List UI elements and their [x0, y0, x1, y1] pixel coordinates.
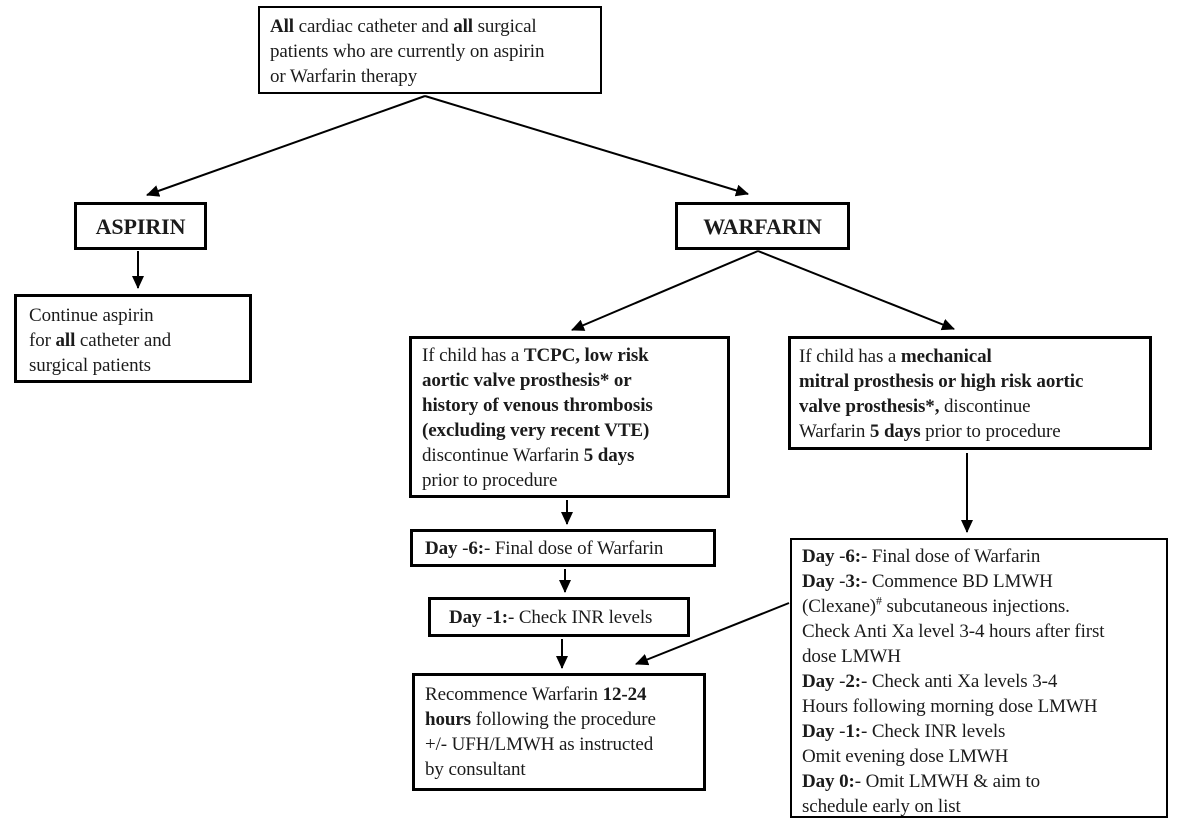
node-tcpc-low-risk: If child has a TCPC, low risk aortic val… — [409, 336, 730, 498]
arrow-root-to-warfarin — [424, 95, 749, 197]
node-day-minus1-check-inr: Day -1:- Check INR levels — [428, 597, 690, 637]
node-recommence-warfarin: Recommence Warfarin 12-24 hours followin… — [412, 673, 706, 791]
arrow-warfarin-to-tcpc — [571, 250, 759, 331]
node-mechanical-high-risk: If child has a mechanical mitral prosthe… — [788, 336, 1152, 450]
node-eligibility-criteria: All cardiac catheter and all surgical pa… — [258, 6, 602, 94]
node-day-minus6-final-dose: Day -6:- Final dose of Warfarin — [410, 529, 716, 567]
node-lmwh-bridging-schedule: Day -6:- Final dose of Warfarin Day -3:-… — [790, 538, 1168, 818]
arrow-warfarin-to-mechanical — [757, 250, 955, 331]
arrow-root-to-aspirin — [146, 95, 426, 197]
node-warfarin-branch: WARFARIN — [675, 202, 850, 250]
node-continue-aspirin: Continue aspirin for all catheter and su… — [14, 294, 252, 383]
node-aspirin-branch: ASPIRIN — [74, 202, 207, 250]
